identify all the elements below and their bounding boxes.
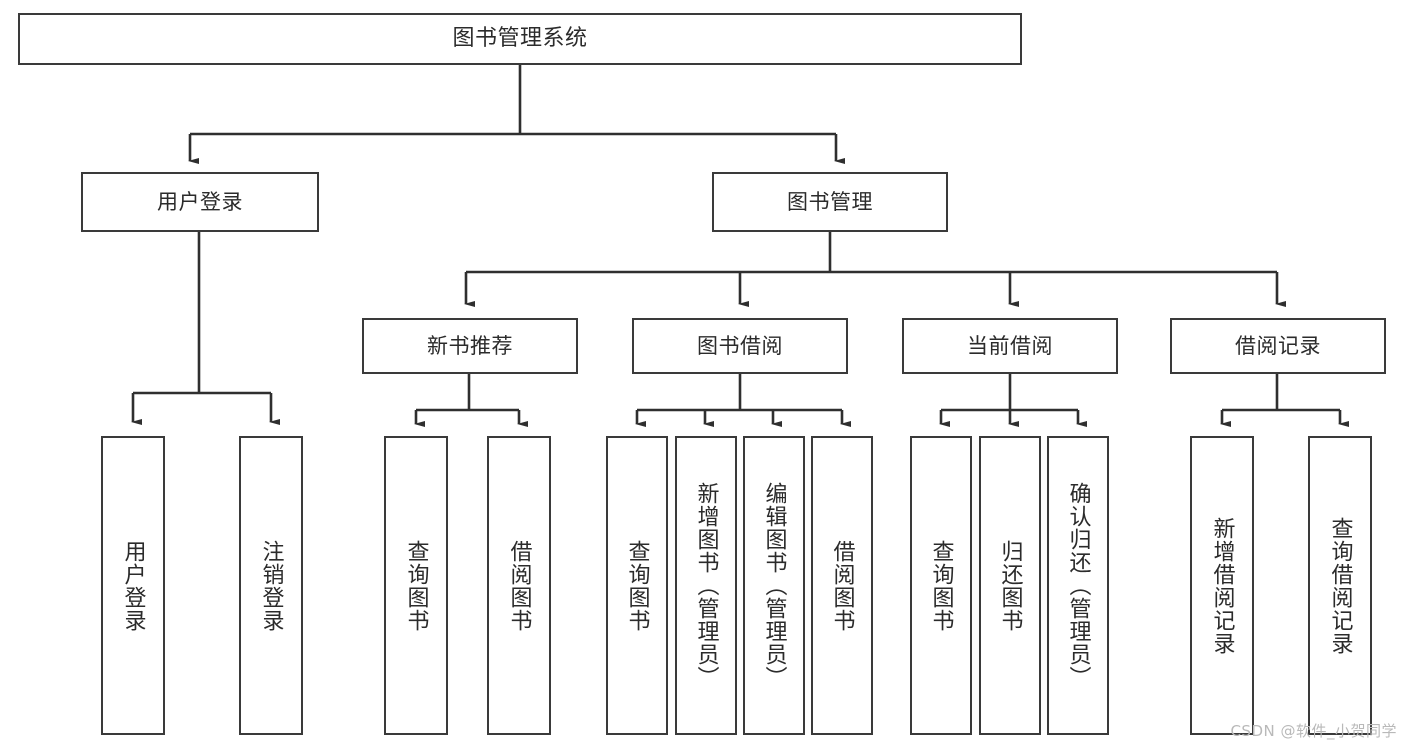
node-book-borrow[interactable]: 图书借阅: [632, 318, 848, 374]
leaf-user-login-label: 用户登录: [120, 539, 146, 632]
leaf-query-book-2-label: 查询图书: [624, 539, 650, 632]
node-new-book-recommend-label: 新书推荐: [427, 333, 513, 358]
leaf-query-book-3-label: 查询图书: [928, 539, 954, 632]
node-root[interactable]: 图书管理系统: [18, 13, 1022, 65]
node-user-login[interactable]: 用户登录: [81, 172, 319, 232]
node-book-management-label: 图书管理: [787, 189, 873, 214]
leaf-query-book-3[interactable]: 查询图书: [910, 436, 972, 735]
leaf-user-logout[interactable]: 注销登录: [239, 436, 303, 735]
node-current-borrow[interactable]: 当前借阅: [902, 318, 1118, 374]
leaf-add-book[interactable]: 新增图书（管理员）: [675, 436, 737, 735]
leaf-confirm-return-label: 确认归还（管理员）: [1065, 482, 1091, 689]
watermark: CSDN @软件_小贺同学: [1230, 722, 1397, 740]
leaf-add-record[interactable]: 新增借阅记录: [1190, 436, 1254, 735]
node-current-borrow-label: 当前借阅: [967, 333, 1053, 358]
node-user-login-label: 用户登录: [157, 189, 243, 214]
leaf-query-book-1[interactable]: 查询图书: [384, 436, 448, 735]
leaf-query-book-1-label: 查询图书: [403, 539, 429, 632]
leaf-borrow-book-1[interactable]: 借阅图书: [487, 436, 551, 735]
leaf-borrow-book-2-label: 借阅图书: [829, 539, 855, 632]
node-book-management[interactable]: 图书管理: [712, 172, 948, 232]
leaf-return-book-label: 归还图书: [997, 539, 1023, 632]
node-borrow-record[interactable]: 借阅记录: [1170, 318, 1386, 374]
leaf-add-book-label: 新增图书（管理员）: [693, 482, 719, 689]
node-root-label: 图书管理系统: [452, 26, 588, 52]
leaf-confirm-return[interactable]: 确认归还（管理员）: [1047, 436, 1109, 735]
leaf-user-logout-label: 注销登录: [258, 539, 284, 632]
node-book-borrow-label: 图书借阅: [697, 333, 783, 358]
leaf-query-record-label: 查询借阅记录: [1327, 516, 1353, 655]
leaf-borrow-book-2[interactable]: 借阅图书: [811, 436, 873, 735]
leaf-borrow-book-1-label: 借阅图书: [506, 539, 532, 632]
leaf-query-record[interactable]: 查询借阅记录: [1308, 436, 1372, 735]
node-new-book-recommend[interactable]: 新书推荐: [362, 318, 578, 374]
leaf-add-record-label: 新增借阅记录: [1209, 516, 1235, 655]
node-borrow-record-label: 借阅记录: [1235, 333, 1321, 358]
leaf-query-book-2[interactable]: 查询图书: [606, 436, 668, 735]
leaf-edit-book-label: 编辑图书（管理员）: [761, 482, 787, 689]
leaf-edit-book[interactable]: 编辑图书（管理员）: [743, 436, 805, 735]
leaf-return-book[interactable]: 归还图书: [979, 436, 1041, 735]
leaf-user-login[interactable]: 用户登录: [101, 436, 165, 735]
